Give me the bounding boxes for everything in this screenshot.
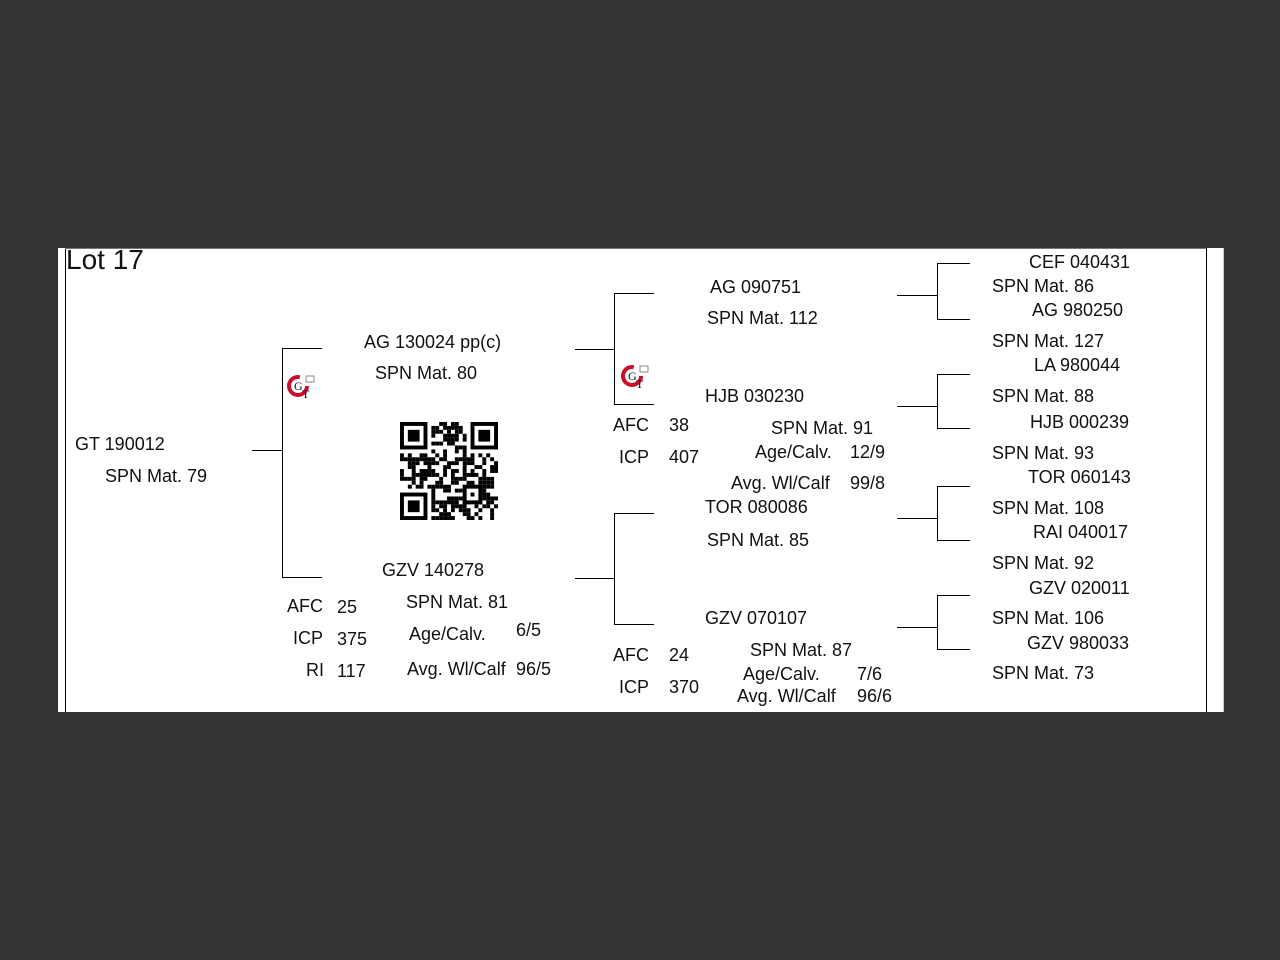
sire-dam-age-value: 12/9 (850, 442, 886, 462)
connector-gen3-a1 (937, 263, 970, 264)
dam-dam-spn: SPN Mat. 87 (750, 640, 853, 660)
gen3-1-spn: SPN Mat. 86 (992, 276, 1095, 296)
dam-dam-weight-value: 96/6 (857, 686, 893, 706)
subject-spn: SPN Mat. 79 (105, 466, 208, 486)
dam-weight-value: 96/5 (516, 659, 552, 679)
dam-afc-label: AFC (287, 596, 323, 616)
connector-gen3-b-vertical (937, 374, 938, 429)
gen3-8-spn: SPN Mat. 73 (992, 663, 1095, 683)
dam-dam-afc-label: AFC (613, 645, 649, 665)
sire-dam-afc-value: 38 (669, 415, 690, 435)
sire-dam-weight-value: 99/8 (850, 473, 886, 493)
dam-dam-age-label: Age/Calv. (743, 664, 820, 684)
connector-gen3-d-vertical (937, 595, 938, 650)
dam-afc-value: 25 (337, 597, 358, 617)
sire-id: AG 130024 pp(c) (364, 332, 502, 352)
svg-text:T: T (302, 387, 310, 401)
gen3-6-spn: SPN Mat. 92 (992, 553, 1095, 573)
connector-dam (282, 577, 322, 578)
lot-title: Lot 17 (66, 244, 144, 275)
gen3-4-spn: SPN Mat. 93 (992, 443, 1095, 463)
dam-age-value: 6/5 (516, 620, 542, 640)
gen3-4-id: HJB 000239 (1030, 412, 1130, 432)
connector-gen3-c1 (937, 486, 970, 487)
connector-dam-dam (614, 624, 654, 625)
dam-dam-age-value: 7/6 (857, 664, 883, 684)
dam-ri-value: 117 (337, 661, 366, 681)
dam-sire-id: TOR 080086 (705, 497, 808, 517)
dam-id: GZV 140278 (382, 560, 485, 580)
dam-dam-weight-label: Avg. Wl/Calf (737, 686, 836, 706)
connector-gen3-c (897, 518, 938, 519)
svg-text:G: G (628, 369, 637, 383)
connector-gen3-a2 (937, 319, 970, 320)
connector-gen3-c2 (937, 540, 970, 541)
gen3-5-spn: SPN Mat. 108 (992, 498, 1105, 518)
connector-gen3-b (897, 406, 938, 407)
sire-dam-spn: SPN Mat. 91 (771, 418, 874, 438)
sire-dam-weight-label: Avg. Wl/Calf (731, 473, 830, 493)
page-border-top (65, 248, 1206, 249)
connector-sire-vertical (614, 293, 615, 405)
connector-gen3-a-vertical (937, 263, 938, 320)
dam-weight-label: Avg. Wl/Calf (407, 659, 506, 679)
gen3-3-spn: SPN Mat. 88 (992, 386, 1095, 406)
dam-sire-spn: SPN Mat. 85 (707, 530, 810, 550)
sire-sire-spn: SPN Mat. 112 (707, 308, 818, 328)
dam-dam-icp-label: ICP (619, 677, 650, 697)
connector-parents-vertical (282, 348, 283, 578)
gen3-3-id: LA 980044 (1034, 355, 1121, 375)
connector-dam-vertical (614, 513, 615, 625)
dam-icp-label: ICP (293, 628, 324, 648)
connector-dam-sire (614, 513, 654, 514)
sire-dam-age-label: Age/Calv. (755, 442, 832, 462)
gen3-1-id: CEF 040431 (1029, 252, 1131, 272)
qr-code (400, 422, 498, 520)
gen3-7-spn: SPN Mat. 106 (992, 608, 1105, 628)
connector-gen3-a (897, 295, 938, 296)
subject-id: GT 190012 (75, 434, 165, 454)
dam-dam-afc-value: 24 (669, 645, 690, 665)
svg-text:G: G (294, 379, 303, 393)
connector-gen3-d (897, 627, 938, 628)
connector-subject (252, 450, 283, 451)
pedigree-page: Lot 17 GT 190012 SPN Mat. 79 G T AG 1300… (58, 244, 1224, 712)
dam-dam-id: GZV 070107 (705, 608, 808, 628)
dam-ri-label: RI (306, 660, 324, 680)
connector-gen3-b2 (937, 428, 970, 429)
connector-sire-sire (614, 293, 654, 294)
page-border-right (1206, 248, 1207, 712)
sire-spn: SPN Mat. 80 (375, 363, 478, 383)
dam-spn: SPN Mat. 81 (406, 592, 509, 612)
gen3-6-id: RAI 040017 (1033, 522, 1129, 542)
gen3-7-id: GZV 020011 (1029, 578, 1130, 598)
connector-dam-out (575, 578, 615, 579)
gt-logo-icon: G T (287, 375, 315, 401)
connector-sire-out (575, 349, 615, 350)
svg-text:T: T (636, 377, 644, 391)
gen3-8-id: GZV 980033 (1027, 633, 1130, 653)
page-border-outer (1223, 248, 1224, 712)
gen3-2-id: AG 980250 (1032, 300, 1124, 320)
connector-sire-dam (614, 404, 654, 405)
sire-dam-icp-label: ICP (619, 447, 650, 467)
connector-gen3-d1 (937, 595, 970, 596)
dam-dam-icp-value: 370 (669, 677, 700, 697)
connector-gen3-b1 (937, 374, 970, 375)
sire-sire-id: AG 090751 (710, 277, 802, 297)
connector-gen3-c-vertical (937, 486, 938, 541)
connector-sire (282, 348, 322, 349)
page-border-left (65, 248, 66, 712)
gen3-2-spn: SPN Mat. 127 (992, 331, 1105, 351)
gen3-5-id: TOR 060143 (1028, 467, 1131, 487)
dam-age-label: Age/Calv. (409, 624, 486, 644)
connector-gen3-d2 (937, 649, 970, 650)
sire-dam-id: HJB 030230 (705, 386, 805, 406)
sire-dam-icp-value: 407 (669, 447, 700, 467)
sire-dam-afc-label: AFC (613, 415, 649, 435)
gt-logo-icon: G T (621, 365, 649, 391)
dam-icp-value: 375 (337, 629, 368, 649)
